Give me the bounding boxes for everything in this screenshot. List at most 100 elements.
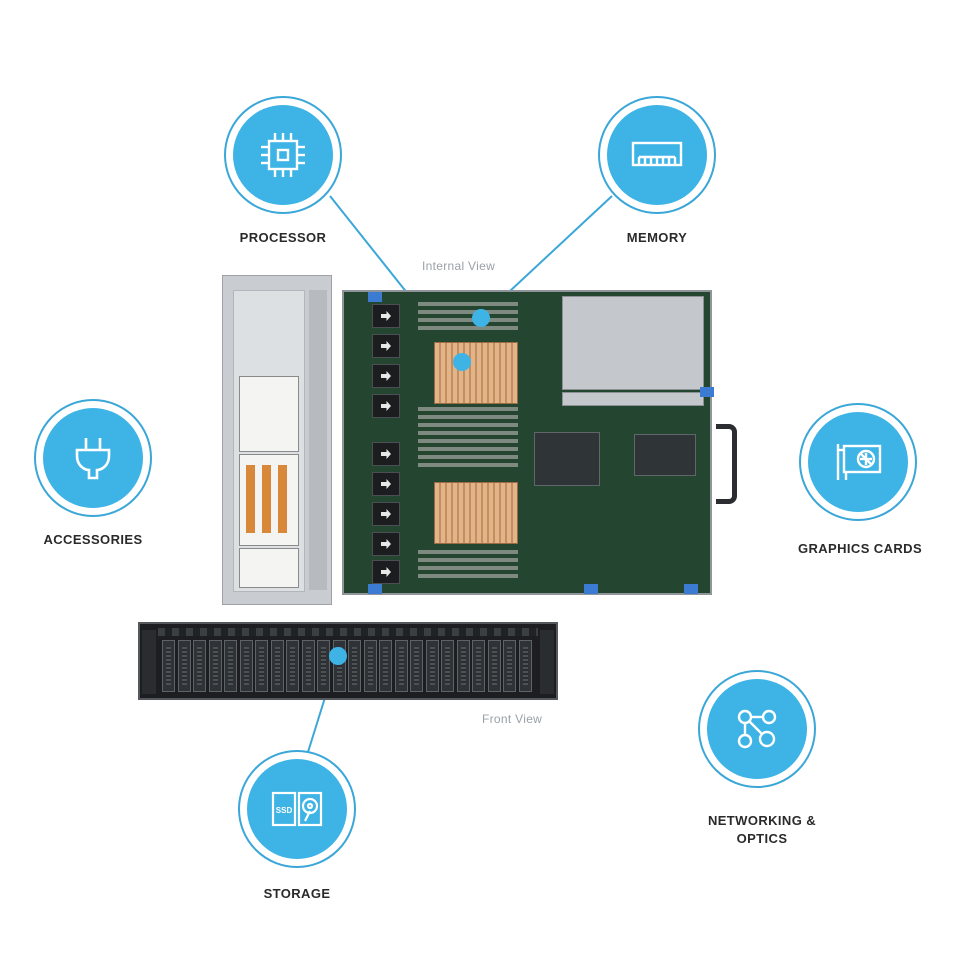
power-plug-icon	[75, 438, 111, 480]
drive-bay	[301, 640, 315, 692]
release-tab	[368, 584, 382, 594]
drive-bay	[255, 640, 268, 692]
bezel-strip	[309, 290, 327, 590]
drive-bay	[208, 640, 222, 692]
drive-bay	[270, 640, 284, 692]
release-tab	[368, 292, 382, 302]
chassis-handle	[716, 424, 737, 504]
processor-disc	[233, 105, 333, 205]
drive-bay	[487, 640, 501, 692]
drive-bay	[472, 640, 485, 692]
dimm-slot	[418, 302, 518, 306]
rack-ear-left	[142, 630, 156, 694]
riser-card	[634, 434, 696, 476]
fan	[372, 442, 400, 466]
fan	[372, 394, 400, 418]
fan	[372, 560, 400, 584]
graphics-cards-category-button[interactable]	[799, 403, 917, 521]
release-tab	[700, 387, 714, 397]
memory-category-button[interactable]	[598, 96, 716, 214]
psu-bay	[562, 296, 704, 390]
rack-ear-right	[540, 630, 554, 694]
accessories-disc	[43, 408, 143, 508]
service-label-bottom	[239, 548, 299, 588]
dimm-slot	[418, 407, 518, 411]
dimm-slot	[418, 447, 518, 451]
cpu-heatsink-1	[434, 342, 518, 404]
networking-disc	[707, 679, 807, 779]
storage-category-button[interactable]: SSD	[238, 750, 356, 868]
internal-view-caption: Internal View	[422, 259, 496, 273]
fan	[372, 532, 400, 556]
graphics-card-icon	[836, 444, 882, 480]
graphics-disc	[808, 412, 908, 512]
dimm-slot	[418, 455, 518, 459]
service-label-middle	[239, 454, 299, 546]
dimm-slot	[418, 326, 518, 330]
drive-bay	[503, 640, 516, 692]
cpu-heatsink-2	[434, 482, 518, 544]
drive-bay	[177, 640, 191, 692]
dimm-slot	[418, 463, 518, 467]
accessories-label: ACCESSORIES	[43, 532, 143, 547]
dimm-slot	[418, 310, 518, 314]
accessories-category-button[interactable]	[34, 399, 152, 517]
networking-label-line2: OPTICS	[736, 831, 788, 846]
fan	[372, 304, 400, 328]
drive-bay	[332, 640, 346, 692]
networking-label-line1: NETWORKING &	[707, 813, 817, 828]
front-vent	[158, 628, 538, 636]
fan	[372, 364, 400, 388]
drive-bay	[456, 640, 470, 692]
service-label-top	[239, 376, 299, 452]
ssd-icon-text: SSD	[276, 806, 293, 815]
server-front-bezel	[222, 275, 332, 605]
ram-module-icon	[631, 141, 683, 167]
dimm-slot	[418, 574, 518, 578]
drive-bay	[410, 640, 423, 692]
fan	[372, 334, 400, 358]
drive-bay	[317, 640, 330, 692]
riser-card	[534, 432, 600, 486]
drive-bay	[193, 640, 206, 692]
dimm-slot	[418, 423, 518, 427]
memory-label: MEMORY	[626, 230, 688, 245]
dimm-slot	[418, 415, 518, 419]
dimm-slot	[418, 439, 518, 443]
dimm-slot	[418, 566, 518, 570]
ssd-hdd-icon: SSD	[271, 791, 323, 827]
drive-bay	[224, 640, 237, 692]
networking-optics-category-button[interactable]	[698, 670, 816, 788]
memory-disc	[607, 105, 707, 205]
server-front-view	[138, 622, 558, 700]
drive-bay	[363, 640, 377, 692]
processor-category-button[interactable]	[224, 96, 342, 214]
server-internal-view	[222, 275, 737, 605]
dimm-slot	[418, 558, 518, 562]
label-bar	[278, 465, 287, 533]
drive-bay	[441, 640, 454, 692]
drive-bay	[162, 640, 175, 692]
storage-disc: SSD	[247, 759, 347, 859]
fan	[372, 502, 400, 526]
drive-bay	[348, 640, 361, 692]
drive-bay	[425, 640, 439, 692]
fan	[372, 472, 400, 496]
dimm-slot	[418, 431, 518, 435]
drive-bay	[379, 640, 392, 692]
graphics-cards-label: GRAPHICS CARDS	[797, 541, 923, 556]
label-bar	[262, 465, 271, 533]
release-tab	[684, 584, 698, 594]
drive-bay	[286, 640, 299, 692]
front-view-caption: Front View	[482, 712, 543, 726]
cpu-chip-icon	[261, 133, 305, 177]
label-bar	[246, 465, 255, 533]
drive-bay	[394, 640, 408, 692]
dimm-slot	[418, 550, 518, 554]
processor-label: PROCESSOR	[239, 230, 327, 245]
dimm-slot	[418, 318, 518, 322]
storage-label: STORAGE	[263, 886, 331, 901]
motherboard	[342, 290, 737, 595]
network-nodes-icon	[737, 709, 777, 749]
drive-bay	[239, 640, 253, 692]
